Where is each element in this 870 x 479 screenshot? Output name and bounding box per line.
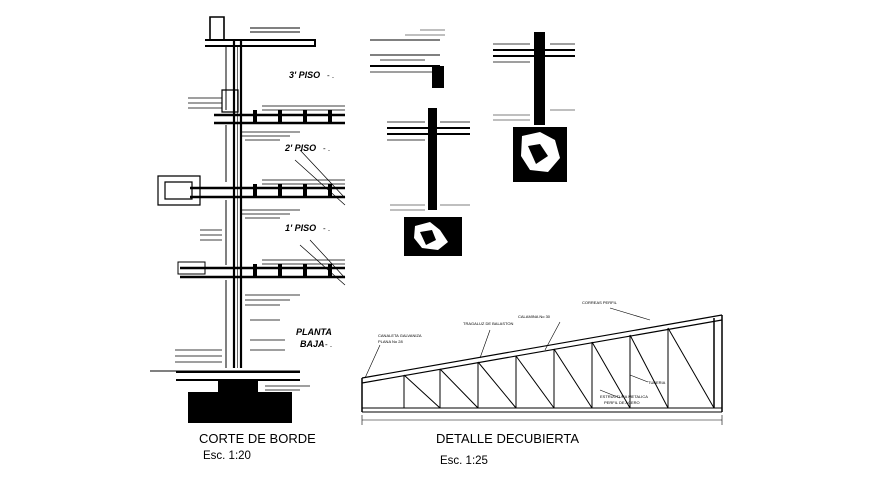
- middle-details: [370, 29, 575, 256]
- note-estructura-2: PERFIL DE ACERO: [604, 400, 640, 405]
- svg-text:- .: - .: [327, 71, 334, 80]
- note-plancha: PLANA No 28: [378, 339, 403, 344]
- svg-text:- .: - .: [323, 224, 330, 233]
- section-scale: Esc. 1:20: [203, 450, 251, 462]
- note-calamina: CALAMINA No 30: [518, 314, 551, 319]
- note-tuberia: TUBERIA: [648, 380, 666, 385]
- note-correas: CORREAS PERFIL: [582, 300, 618, 305]
- svg-text:- .: - .: [325, 340, 332, 349]
- level-label-planta: PLANTA: [296, 327, 332, 337]
- note-estructura-1: ESTRUCTURA METALICA: [600, 394, 648, 399]
- roof-detail-title: DETALLE DECUBIERTA: [436, 431, 579, 446]
- corte-de-borde-section: 3' PISO - . 2' PISO - . 1' PISO - . PLAN…: [150, 16, 346, 462]
- level-label-1-piso: 1' PISO: [285, 223, 316, 233]
- level-label-3-piso: 3' PISO: [289, 70, 320, 80]
- roof-detail-scale: Esc. 1:25: [440, 455, 488, 467]
- roof-truss-detail: CANALETA GALVANIZA PLANA No 28 TRAGALUZ …: [361, 300, 723, 467]
- svg-text:- .: - .: [323, 144, 330, 153]
- note-tragaluz: TRAGALUZ DE BALASTON: [463, 321, 513, 326]
- level-label-2-piso: 2' PISO: [284, 143, 316, 153]
- level-label-baja: BAJA: [300, 339, 325, 349]
- note-canaleta: CANALETA GALVANIZA: [378, 333, 422, 338]
- section-title: CORTE DE BORDE: [199, 431, 316, 446]
